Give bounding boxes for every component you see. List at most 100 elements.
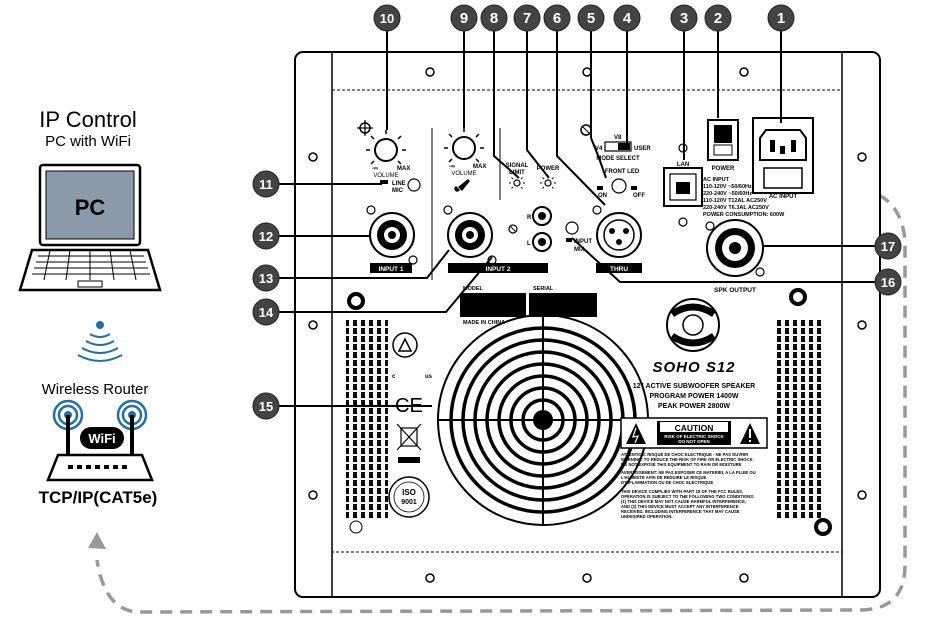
callout-16: 16 xyxy=(874,268,902,296)
rca-r-jack[interactable] xyxy=(532,206,552,226)
us-mark: us xyxy=(425,374,433,380)
spk-output-label: SPK OUTPUT xyxy=(714,287,756,294)
power-switch-label: POWER xyxy=(712,166,735,172)
topp-pro-badge-icon xyxy=(666,298,720,352)
svg-text:AND (2) THIS DEVICE MUST ACCEP: AND (2) THIS DEVICE MUST ACCEPT ANY INTE… xyxy=(621,504,739,509)
volume-knob-input1[interactable] xyxy=(366,130,406,165)
callout-circle xyxy=(252,298,280,326)
crosshair-icon xyxy=(357,120,373,136)
lan-port[interactable] xyxy=(663,167,703,207)
v8-label: V8 xyxy=(614,135,622,141)
vent-left xyxy=(346,318,388,518)
input-mix-button[interactable] xyxy=(565,221,579,235)
caution-line-2: DO NOT OPEN xyxy=(678,439,710,444)
callout-number: 3 xyxy=(680,10,688,27)
svg-text:POWER CONSUMPTION: 600W: POWER CONSUMPTION: 600W xyxy=(703,212,785,218)
callout-number: 12 xyxy=(259,229,273,244)
callout-circle xyxy=(450,4,478,32)
wifi-signal-icon xyxy=(77,321,123,362)
power-switch[interactable] xyxy=(707,119,739,161)
front-led-on-label: ON xyxy=(598,193,607,199)
speakon-output-jack[interactable] xyxy=(705,219,765,277)
rca-l-jack[interactable] xyxy=(532,232,552,252)
callout-lines xyxy=(266,30,888,407)
volume2-label: VOLUME xyxy=(451,171,476,177)
wireless-router-icon: WiFi xyxy=(46,399,154,482)
mode-select-label: MODE SELECT xyxy=(596,156,640,162)
volume-knob-input2[interactable] xyxy=(444,128,484,163)
ip-control-title: IP Control xyxy=(39,107,137,132)
signal-label: SIGNAL xyxy=(506,163,529,169)
input-label: INPUT xyxy=(574,239,592,245)
ip-control-subtitle: PC with WiFi xyxy=(45,133,131,150)
v4-label: V4 xyxy=(595,146,603,152)
user-label: USER xyxy=(634,146,651,152)
model-plate xyxy=(460,293,526,317)
ac-spec-text: AC INPUT 110-120V ~50/60Hz 220-240V ~50/… xyxy=(703,177,785,218)
desc-line-1: 12" ACTIVE SUBWOOFER SPEAKER xyxy=(633,383,755,390)
iso-label: ISO xyxy=(402,488,416,497)
callout-number: 11 xyxy=(259,177,273,192)
svg-text:(1) THIS DEVICE MAY NOT CAUSE: (1) THIS DEVICE MAY NOT CAUSE HARMFUL IN… xyxy=(621,499,746,504)
line-mic-switch[interactable] xyxy=(380,180,388,184)
arrow-head-left-icon xyxy=(88,532,106,549)
callout-1: 1 xyxy=(767,4,795,32)
callout-circle xyxy=(577,4,605,32)
callout-circle xyxy=(543,4,571,32)
made-in-label: MADE IN CHINA xyxy=(463,320,505,326)
thru-label: THRU xyxy=(610,266,628,273)
weee-bin-icon xyxy=(396,423,422,463)
model-label: MODEL xyxy=(463,286,484,292)
svg-text:220-240V ~50/60Hz: 220-240V ~50/60Hz xyxy=(703,191,752,197)
callout-6: 6 xyxy=(543,4,571,32)
callout-circle xyxy=(480,4,508,32)
ac-input-socket[interactable] xyxy=(752,117,814,194)
callout-circle xyxy=(704,4,732,32)
front-led-button[interactable] xyxy=(611,178,627,194)
serial-plate xyxy=(529,293,597,317)
fan-grille xyxy=(437,314,649,526)
wireless-router-label: Wireless Router xyxy=(41,381,149,398)
callout-14: 14 xyxy=(252,298,280,326)
line-mic-indicator xyxy=(407,178,421,192)
callout-circle xyxy=(252,392,280,420)
callout-number: 8 xyxy=(490,10,498,27)
callout-12: 12 xyxy=(252,222,280,250)
input2-label: INPUT 2 xyxy=(486,266,511,273)
rca-screw-icon xyxy=(508,224,518,234)
tcp-ip-label: TCP/IP(CAT5e) xyxy=(38,488,158,507)
lan-label: LAN xyxy=(677,162,689,168)
svg-text:AC INPUT: AC INPUT xyxy=(703,177,730,183)
callout-number: 15 xyxy=(259,399,273,414)
callout-circle xyxy=(373,4,401,32)
front-led-off-label: OFF xyxy=(633,193,645,199)
svg-text:OPERATION IS SUBJECT TO THE FO: OPERATION IS SUBJECT TO THE FOLLOWING TW… xyxy=(621,494,754,499)
iso-number: 9001 xyxy=(401,499,417,506)
callout-number: 1 xyxy=(777,10,785,27)
callout-number: 9 xyxy=(460,10,468,27)
svg-text:220-240V T6.3AL AC250V: 220-240V T6.3AL AC250V xyxy=(703,205,769,211)
input1-label: INPUT 1 xyxy=(379,266,404,273)
input2-combo-jack[interactable] xyxy=(443,205,497,265)
callout-number: 2 xyxy=(714,10,722,27)
svg-text:THIS DEVICE COMPLIES WITH PART: THIS DEVICE COMPLIES WITH PART 15 OF THE… xyxy=(621,489,743,494)
volume1-label: VOLUME xyxy=(373,173,398,179)
callout-5: 5 xyxy=(577,4,605,32)
callout-9: 9 xyxy=(450,4,478,32)
volume1-max: MAX xyxy=(397,166,410,172)
vent-right xyxy=(776,318,824,518)
callout-7: 7 xyxy=(513,4,541,32)
input1-combo-jack[interactable] xyxy=(366,205,418,265)
thru-xlr-jack[interactable] xyxy=(592,205,642,258)
callout-circle xyxy=(874,268,902,296)
callout-circle xyxy=(252,170,280,198)
svg-text:L'HUMIDITE AFIN DE REDUIRE LE: L'HUMIDITE AFIN DE REDUIRE LE RISQUE xyxy=(621,475,706,480)
callout-number: 10 xyxy=(380,11,394,26)
volume1-min: -∞ xyxy=(372,166,378,172)
model-name: SOHO S12 xyxy=(652,359,735,376)
power-led-label: POWER xyxy=(537,166,560,172)
callout-number: 13 xyxy=(259,271,273,286)
callout-number: 5 xyxy=(587,10,595,27)
callout-circle xyxy=(670,4,698,32)
